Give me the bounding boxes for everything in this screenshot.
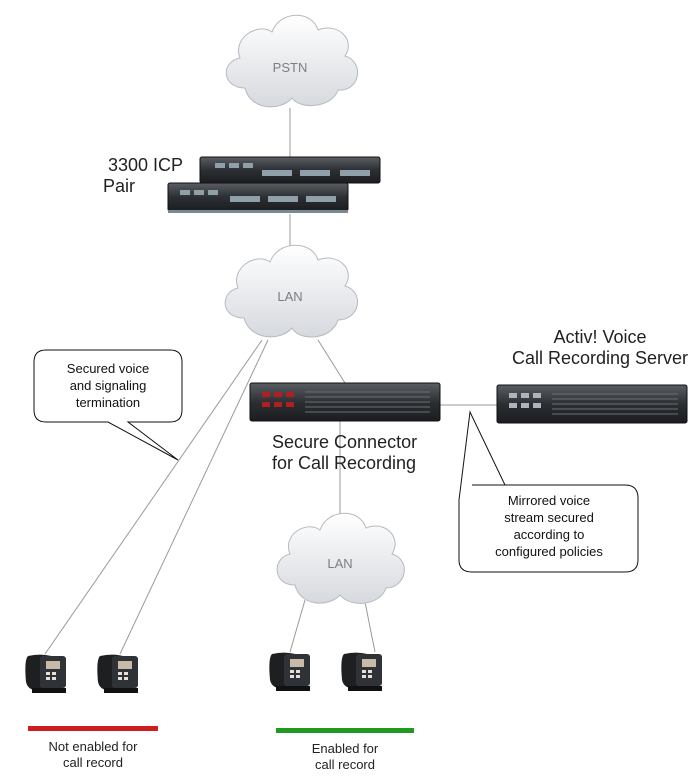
enabled-label-line1: Enabled for bbox=[311, 741, 379, 756]
phone-icon bbox=[97, 654, 138, 693]
pstn-cloud-label: PSTN bbox=[273, 60, 308, 75]
phone-icon bbox=[341, 652, 382, 691]
not-enabled-label: Not enabled for call record bbox=[18, 739, 168, 771]
lan-bottom-cloud: LAN bbox=[276, 512, 405, 604]
recording-server-label: Activ! Voice Call Recording Server bbox=[505, 327, 695, 369]
icp-label: 3300 ICP Pair bbox=[83, 155, 183, 197]
callout-secured-voice-text: Secured voice and signaling termination bbox=[40, 360, 176, 411]
recording-server-label-line2: Call Recording Server bbox=[511, 348, 689, 368]
not-enabled-status-bar bbox=[28, 726, 158, 731]
callout-secured-voice-line1: Secured voice bbox=[66, 361, 150, 376]
lan-connector-link bbox=[317, 339, 346, 384]
secure-connector-label: Secure Connector for Call Recording bbox=[272, 432, 452, 474]
lan-phone1-link bbox=[44, 339, 263, 655]
phones bbox=[25, 652, 382, 693]
lan-bottom-cloud-label: LAN bbox=[327, 556, 352, 571]
icp-label-line1: 3300 ICP bbox=[107, 155, 183, 175]
lan-top-cloud-label: LAN bbox=[277, 289, 302, 304]
callout-mirrored-voice bbox=[458, 410, 639, 573]
lan-top-cloud: LAN bbox=[224, 244, 359, 338]
icp-pair-device bbox=[167, 156, 381, 213]
callout-secured-voice bbox=[33, 349, 183, 461]
callout-secured-voice-line2: and signaling bbox=[69, 378, 147, 393]
phone-icon bbox=[25, 654, 66, 693]
recording-server-label-line1: Activ! Voice bbox=[553, 327, 647, 347]
lan-bottom-phone3-link bbox=[289, 599, 306, 653]
enabled-status-bar bbox=[276, 728, 414, 733]
secure-connector-device bbox=[249, 382, 441, 422]
callout-mirrored-voice-line3: according to bbox=[513, 527, 585, 542]
not-enabled-label-line2: call record bbox=[63, 755, 123, 770]
lan-phone2-link bbox=[119, 339, 269, 655]
not-enabled-label-line1: Not enabled for bbox=[48, 739, 138, 754]
callout-mirrored-voice-line2: stream secured bbox=[504, 510, 594, 525]
enabled-label: Enabled for call record bbox=[270, 741, 420, 773]
enabled-label-line2: call record bbox=[315, 757, 375, 772]
recording-server-device bbox=[496, 384, 688, 424]
connection-lines bbox=[44, 108, 500, 655]
callout-mirrored-voice-text: Mirrored voice stream secured according … bbox=[462, 492, 636, 560]
secure-connector-label-line1: Secure Connector bbox=[272, 432, 418, 452]
secure-connector-label-line2: for Call Recording bbox=[272, 453, 417, 473]
lan-bottom-phone4-link bbox=[364, 601, 376, 653]
phone-icon bbox=[269, 652, 310, 691]
pstn-cloud: PSTN bbox=[225, 14, 359, 108]
icp-label-line2: Pair bbox=[103, 176, 136, 196]
callout-secured-voice-line3: termination bbox=[75, 395, 141, 410]
callout-mirrored-voice-line4: configured policies bbox=[495, 544, 603, 559]
callout-mirrored-voice-line1: Mirrored voice bbox=[507, 493, 591, 508]
